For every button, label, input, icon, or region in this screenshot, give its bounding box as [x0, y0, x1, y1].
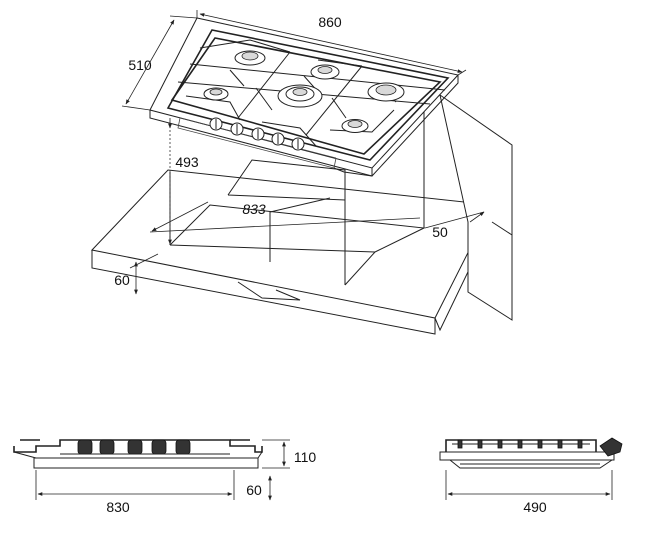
label-493: 493 — [175, 154, 199, 170]
knob-2 — [230, 122, 244, 136]
knob-3 — [251, 127, 265, 141]
burner-rear-middle — [310, 64, 340, 80]
label-860: 860 — [318, 14, 342, 30]
label-490: 490 — [523, 499, 547, 515]
knob-1 — [209, 117, 223, 131]
worktop — [91, 93, 513, 335]
burner-rear-left — [234, 50, 266, 66]
knob-5 — [291, 137, 305, 151]
label-60-worktop: 60 — [114, 272, 130, 288]
burner-rear-right — [367, 82, 405, 102]
side-knob — [599, 437, 623, 457]
label-510: 510 — [128, 57, 152, 73]
control-knobs — [209, 117, 305, 151]
side-view: 490 — [439, 437, 623, 515]
label-50: 50 — [432, 224, 448, 240]
front-view: 830 110 60 — [13, 439, 317, 515]
front-knobs — [77, 439, 191, 455]
label-60-front: 60 — [246, 482, 262, 498]
dimension-510 — [121, 15, 198, 111]
burner-center-wok — [277, 84, 323, 108]
label-833: 833 — [242, 201, 266, 217]
knob-4 — [271, 132, 285, 146]
isometric-view: 860 510 493 833 50 60 — [91, 10, 513, 335]
label-830: 830 — [106, 499, 130, 515]
dimension-60-worktop — [129, 253, 159, 295]
cutout — [169, 110, 426, 286]
label-110: 110 — [294, 449, 317, 465]
dimension-833 — [149, 201, 421, 233]
dimension-50 — [424, 211, 485, 229]
burner-front-right — [341, 119, 369, 133]
side-grid-ribs — [457, 439, 583, 449]
burner-front-left — [203, 87, 229, 101]
dimension-860 — [196, 10, 467, 76]
